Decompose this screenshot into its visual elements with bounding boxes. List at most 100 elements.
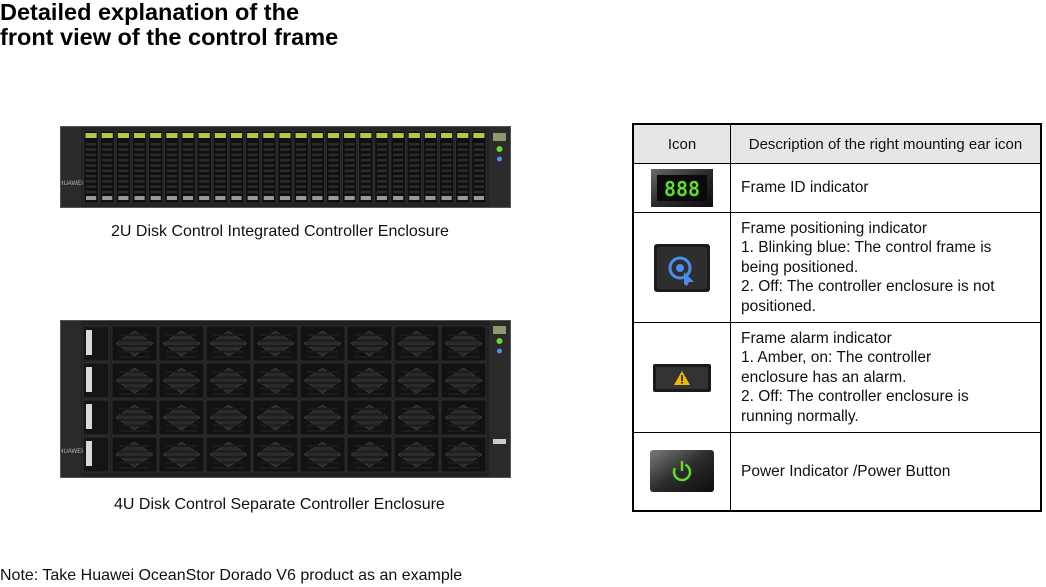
drive-vent: [166, 164, 177, 167]
table-row: 888 Frame ID indicator: [632, 163, 1042, 213]
drive-vent: [376, 174, 388, 178]
drive-vent: [393, 174, 404, 178]
bay-vent: [354, 376, 385, 379]
drive-vent: [441, 185, 452, 188]
drive-vent: [199, 190, 210, 194]
drive-handle: [102, 196, 113, 200]
drive-vent: [409, 180, 420, 183]
drive-vent: [360, 169, 371, 173]
drive-vent: [441, 169, 452, 173]
bay-vent: [119, 393, 150, 395]
bay-vent: [401, 445, 432, 447]
drive-vent: [102, 185, 113, 188]
drive-vent: [376, 190, 388, 194]
drive-vent: [231, 174, 242, 178]
bay-vent: [307, 424, 338, 427]
drive-vent: [199, 143, 210, 146]
bay-vent: [307, 461, 338, 464]
bay-vent: [354, 393, 385, 395]
drive-vent: [344, 174, 355, 178]
bay-vent: [401, 382, 432, 384]
drive-vent: [150, 169, 161, 173]
enclosure-2u-drawing: HUAWEI: [61, 127, 510, 207]
drive-vent: [182, 148, 194, 151]
drive-vent: [199, 153, 210, 157]
drive-latch: [279, 133, 291, 138]
drive-vent: [150, 148, 161, 151]
drive-vent: [393, 158, 404, 162]
drive-vent: [166, 153, 177, 157]
bay-vent: [260, 376, 291, 379]
drive-vent: [102, 143, 113, 146]
bay-vent: [354, 356, 385, 358]
bay-vent: [166, 467, 197, 469]
drive-latch: [150, 133, 162, 138]
drive-handle: [376, 196, 388, 200]
drive-latch: [408, 133, 420, 138]
drive-vent: [166, 190, 177, 194]
drive-latch: [327, 133, 340, 138]
drive-vent: [150, 153, 161, 157]
bay-vent: [401, 345, 432, 347]
drive-vent: [425, 143, 436, 146]
drive-vent: [393, 143, 404, 146]
drive-vent: [279, 169, 291, 173]
drive-vent: [360, 148, 371, 151]
drive-vent: [150, 185, 161, 188]
bay-vent: [260, 419, 291, 421]
drive-vent: [182, 169, 194, 173]
left-mounting-ear: [61, 127, 81, 207]
bay-vent: [260, 382, 291, 384]
bay-vent: [213, 356, 244, 358]
drive-vent: [441, 143, 452, 146]
bay-vent: [213, 445, 244, 447]
drive-vent: [409, 164, 420, 167]
bay-vent: [166, 393, 197, 395]
table-header-row: Icon Description of the right mounting e…: [632, 123, 1042, 164]
drive-latch: [133, 133, 146, 138]
bay-vent: [307, 413, 338, 416]
drive-latch: [198, 133, 210, 138]
drive-vent: [166, 185, 177, 188]
bay-vent: [166, 382, 197, 384]
drive-vent: [457, 174, 468, 178]
drive-vent: [473, 148, 484, 151]
drive-vent: [425, 180, 436, 183]
drive-vent: [247, 153, 258, 157]
drive-vent: [182, 143, 194, 146]
drive-vent: [102, 174, 113, 178]
drive-vent: [231, 169, 242, 173]
bay-vent: [307, 356, 338, 358]
label-plate: [493, 439, 506, 444]
drive-vent: [150, 174, 161, 178]
drive-vent: [393, 180, 404, 183]
drive-vent: [263, 153, 274, 157]
bay-vent: [166, 450, 197, 453]
frame-id-digits: 888: [664, 177, 700, 201]
drive-vent: [134, 174, 145, 178]
locate-icon: [654, 243, 710, 292]
drive-vent: [279, 174, 291, 178]
drive-vent: [247, 169, 258, 173]
drive-vent: [328, 164, 339, 167]
drive-handle: [279, 196, 291, 200]
bay-vent: [260, 430, 291, 432]
bay-vent: [260, 371, 291, 373]
bay-vent: [213, 339, 244, 342]
bay-vent: [213, 461, 244, 464]
drive-vent: [86, 185, 97, 188]
drive-vent: [312, 190, 323, 194]
drive-vent: [182, 180, 194, 183]
drive-vent: [312, 148, 323, 151]
drive-vent: [344, 169, 355, 173]
drive-vent: [457, 169, 468, 173]
drive-vent: [312, 185, 323, 188]
bay-vent: [119, 450, 150, 453]
drive-vent: [247, 158, 258, 162]
drive-vent: [166, 169, 177, 173]
drive-latch: [392, 133, 404, 138]
drive-vent: [376, 143, 388, 146]
bay-vent: [448, 450, 479, 453]
row-3-line: Frame alarm indicator: [741, 329, 892, 347]
drive-vent: [199, 180, 210, 183]
